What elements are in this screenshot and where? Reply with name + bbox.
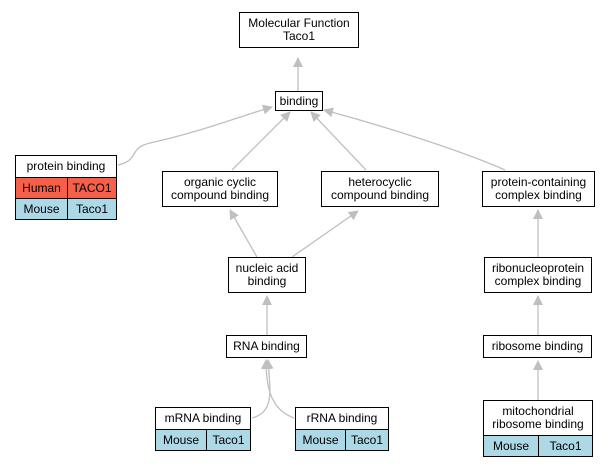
gene-symbol: Taco1: [206, 429, 251, 451]
node-nucleic-acid-binding[interactable]: nucleic acid binding: [228, 257, 306, 293]
annotated-term-label: mRNA binding: [155, 407, 251, 430]
species-human: Human: [15, 177, 68, 199]
gene-symbol: Taco1: [67, 198, 117, 220]
node-binding[interactable]: binding: [275, 91, 323, 111]
edge-rrna-to-rna: [261, 359, 295, 419]
edge-organic-cyclic-to-binding: [231, 111, 291, 171]
edge-heterocyclic-to-binding: [310, 111, 367, 171]
gene-symbol: Taco1: [345, 429, 389, 451]
edge-protein-binding-to-binding: [117, 104, 273, 166]
node-ribosome-binding[interactable]: ribosome binding: [483, 335, 592, 358]
edge-nucleic-to-organic: [229, 209, 258, 258]
node-organic-cyclic-compound-binding[interactable]: organic cyclic compound binding: [162, 171, 278, 207]
annotated-term-label: protein binding: [15, 155, 117, 178]
species-mouse: Mouse: [483, 435, 539, 457]
node-rna-binding[interactable]: RNA binding: [226, 335, 307, 358]
annotated-mrna-binding[interactable]: mRNA binding Mouse Taco1: [155, 407, 251, 451]
edge-nucleic-to-heterocyclic: [291, 210, 359, 258]
node-ribonucleoprotein-complex-binding[interactable]: ribonucleoprotein complex binding: [484, 257, 592, 293]
species-mouse: Mouse: [155, 429, 207, 451]
gene-symbol: TACO1: [67, 177, 117, 199]
node-heterocyclic-compound-binding[interactable]: heterocyclic compound binding: [321, 171, 439, 207]
annotated-term-label: mitochondrial ribosome binding: [483, 400, 593, 436]
annotated-mitochondrial-ribosome-binding[interactable]: mitochondrial ribosome binding Mouse Tac…: [483, 400, 593, 457]
annotated-protein-binding[interactable]: protein binding Human TACO1 Mouse Taco1: [15, 155, 117, 220]
species-mouse: Mouse: [295, 429, 346, 451]
edge-mrna-to-rna: [251, 359, 274, 419]
annotated-term-label: rRNA binding: [295, 407, 389, 430]
node-protein-containing-complex-binding[interactable]: protein-containing complex binding: [482, 171, 595, 207]
node-molecular-function-root[interactable]: Molecular Function Taco1: [239, 12, 359, 48]
species-mouse: Mouse: [15, 198, 68, 220]
edge-protein-containing-to-binding: [323, 107, 506, 171]
annotated-rrna-binding[interactable]: rRNA binding Mouse Taco1: [295, 407, 389, 451]
gene-symbol: Taco1: [538, 435, 593, 457]
